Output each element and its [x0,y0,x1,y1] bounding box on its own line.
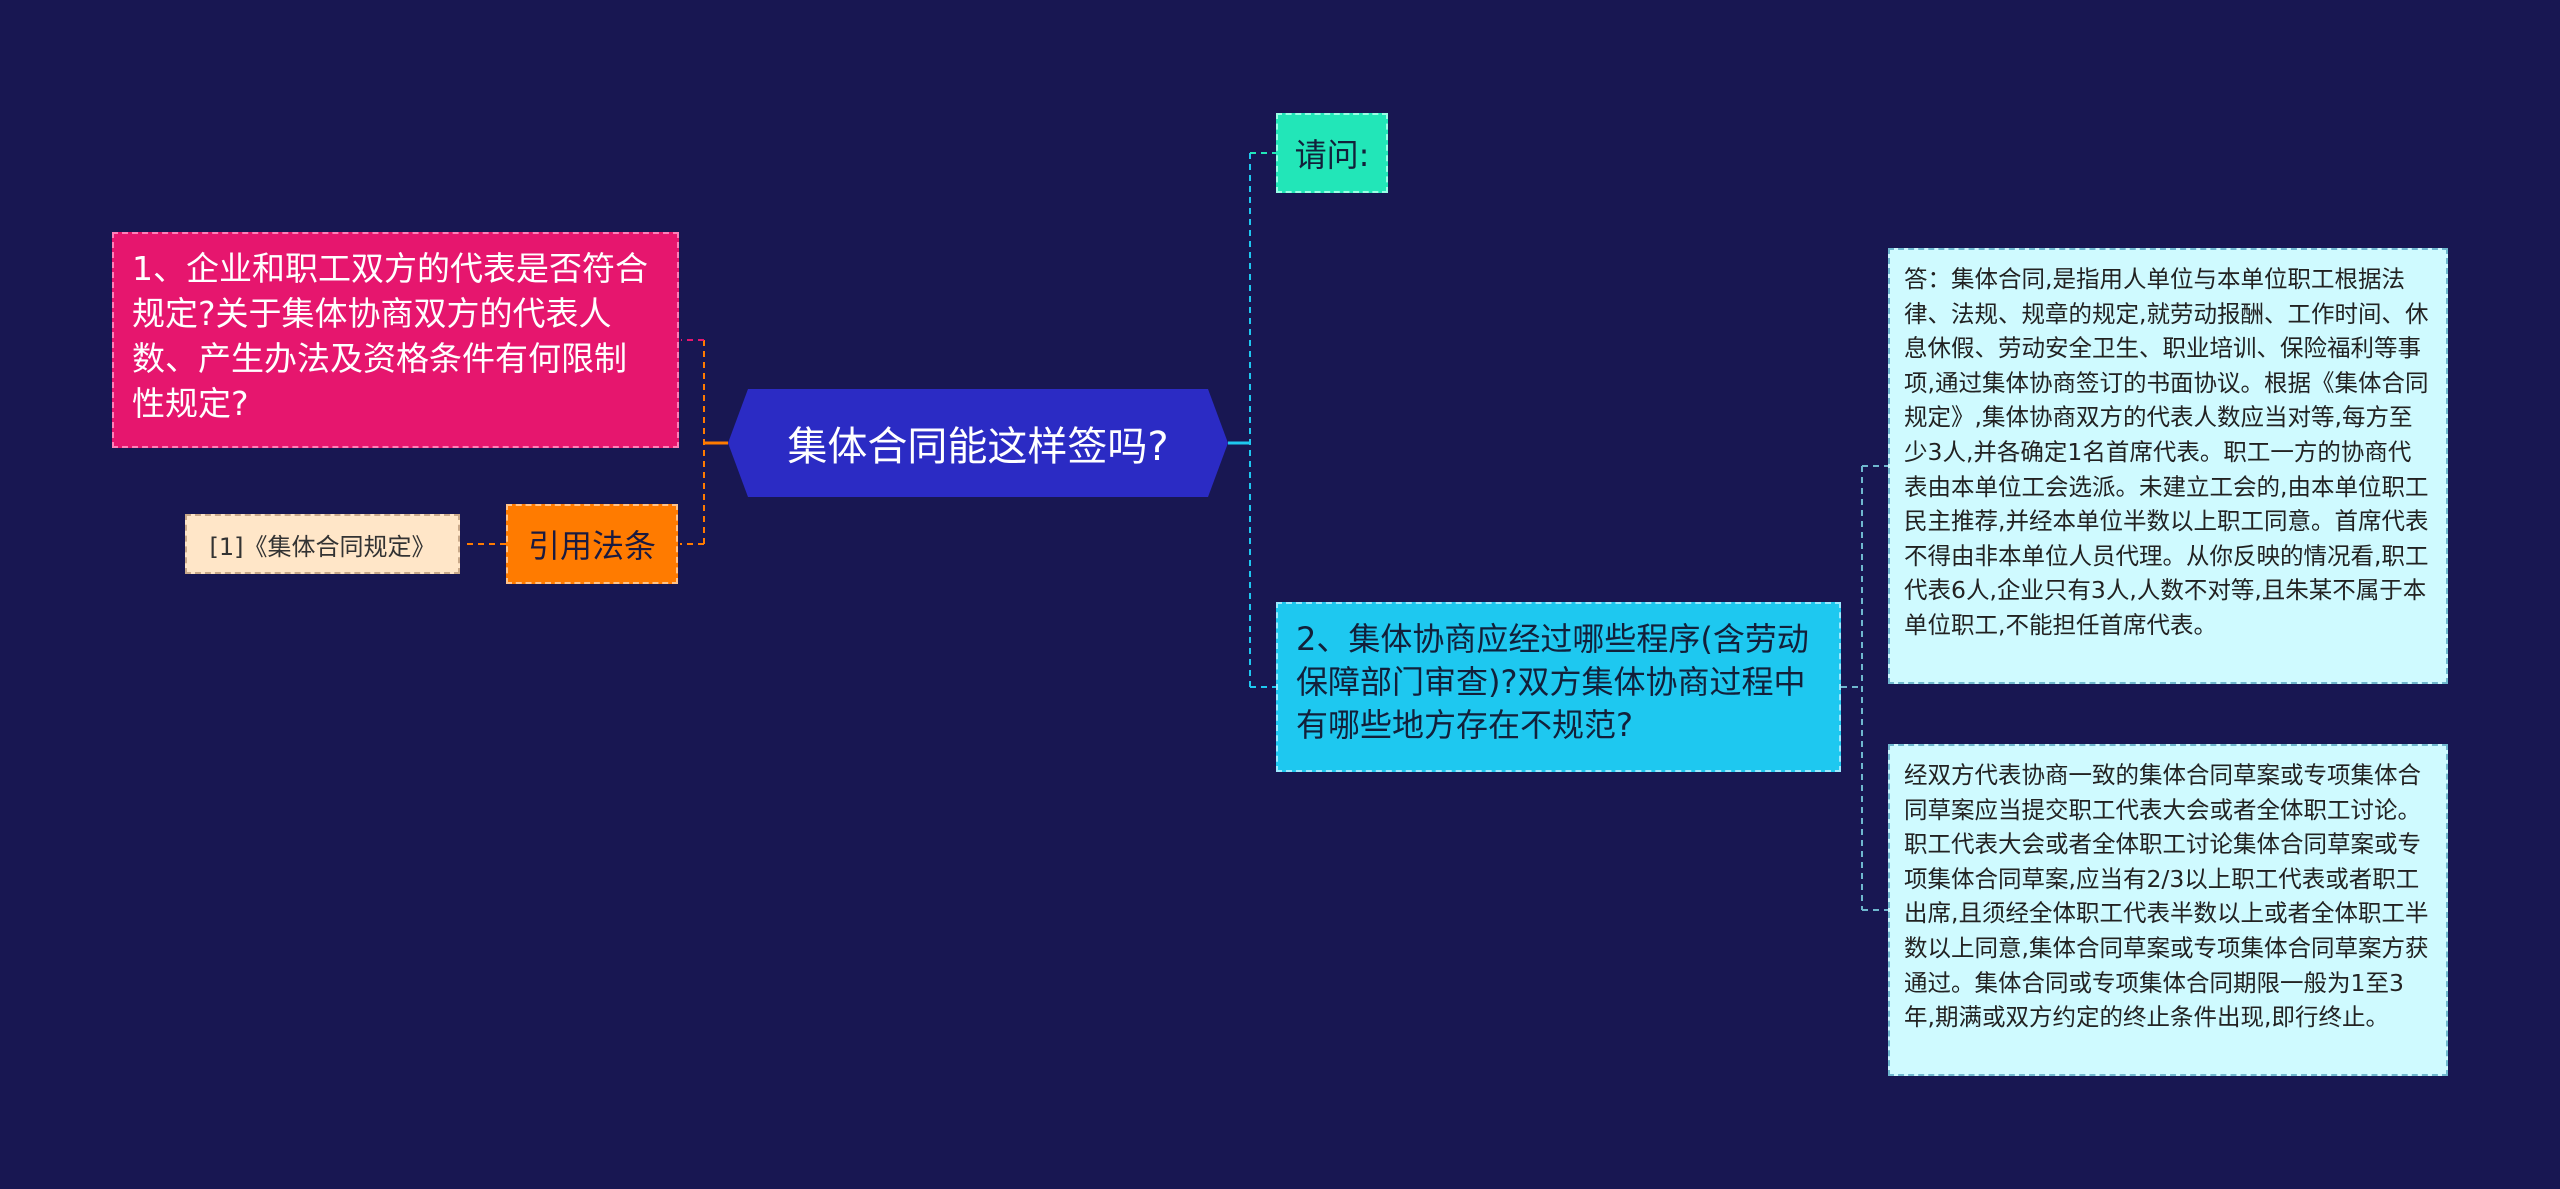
answer-node-1[interactable]: 答：集体合同,是指用人单位与本单位职工根据法律、法规、规章的规定,就劳动报酬、工… [1888,248,2448,684]
citation-label: 引用法条 [527,527,656,565]
ask-label: 请问: [1294,136,1370,174]
left-question-text: 1、企业和职工双方的代表是否符合规定?关于集体协商双方的代表人数、产生办法及资格… [132,249,648,423]
ask-node[interactable]: 请问: [1276,113,1388,193]
citation-ref-node[interactable]: [1]《集体合同规定》 [185,514,460,574]
right-question-text: 2、集体协商应经过哪些程序(含劳动保障部门审查)?双方集体协商过程中有哪些地方存… [1296,620,1809,744]
right-question-node[interactable]: 2、集体协商应经过哪些程序(含劳动保障部门审查)?双方集体协商过程中有哪些地方存… [1276,602,1841,772]
answer-text-1: 答：集体合同,是指用人单位与本单位职工根据法律、法规、规章的规定,就劳动报酬、工… [1904,265,2429,639]
answer-node-2[interactable]: 经双方代表协商一致的集体合同草案或专项集体合同草案应当提交职工代表大会或者全体职… [1888,744,2448,1076]
citation-node[interactable]: 引用法条 [506,504,678,584]
left-question-node[interactable]: 1、企业和职工双方的代表是否符合规定?关于集体协商双方的代表人数、产生办法及资格… [112,232,679,448]
center-topic-label: 集体合同能这样签吗? [787,424,1169,470]
citation-ref-text: [1]《集体合同规定》 [209,532,436,561]
center-topic[interactable]: 集体合同能这样签吗? [728,389,1228,497]
answer-text-2: 经双方代表协商一致的集体合同草案或专项集体合同草案应当提交职工代表大会或者全体职… [1904,761,2429,1032]
